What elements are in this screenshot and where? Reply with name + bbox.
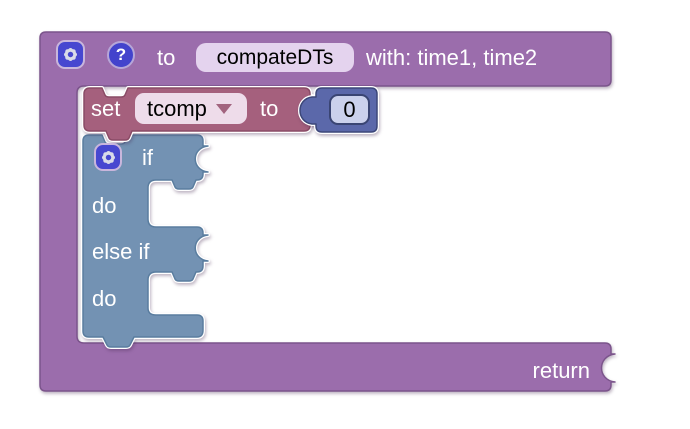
mutator-gear-button[interactable] bbox=[56, 40, 85, 69]
keyword-to-label-2: to bbox=[260, 96, 279, 121]
keyword-to-label: to bbox=[157, 45, 176, 70]
if-mutator-gear-button[interactable] bbox=[94, 143, 122, 171]
chevron-down-icon bbox=[215, 103, 232, 114]
number-value-field[interactable]: 0 bbox=[329, 94, 370, 125]
variable-dropdown[interactable]: tcomp bbox=[135, 93, 247, 124]
gear-icon bbox=[101, 150, 115, 164]
do-label: do bbox=[92, 193, 117, 218]
else-if-label: else if bbox=[92, 239, 150, 264]
do-label-2: do bbox=[92, 286, 117, 311]
if-label: if bbox=[142, 145, 153, 170]
keyword-set-label: set bbox=[91, 96, 121, 121]
return-label: return bbox=[532, 358, 590, 383]
procedure-params-label: with: time1, time2 bbox=[366, 45, 538, 70]
function-block-shape[interactable] bbox=[39, 31, 616, 392]
if-block-shape[interactable] bbox=[82, 134, 209, 348]
variable-name-label: tcomp bbox=[147, 95, 207, 121]
procedure-name-field[interactable]: compateDTs bbox=[196, 43, 354, 72]
question-mark-icon: ? bbox=[115, 45, 127, 64]
help-button[interactable]: ? bbox=[107, 41, 135, 69]
gear-icon bbox=[63, 47, 78, 62]
